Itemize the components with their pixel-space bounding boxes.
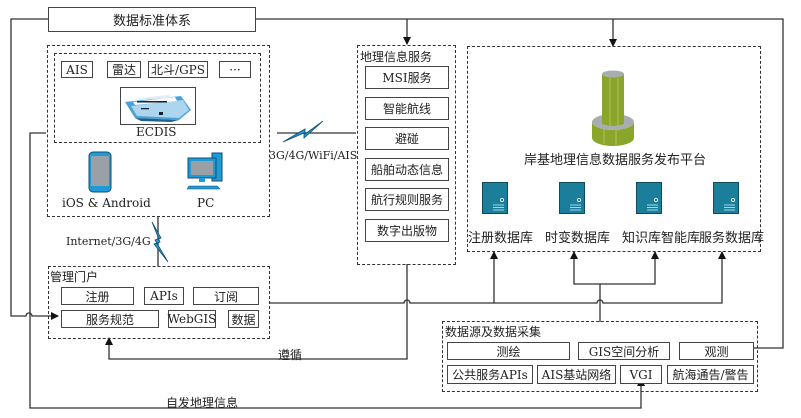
- source-survey: 测绘: [447, 342, 570, 360]
- mobile-label: iOS & Android: [62, 196, 151, 210]
- wireless-link-label: 3G/4G/WiFi/AIS: [269, 149, 358, 162]
- ecdis-label: ECDIS: [136, 125, 177, 139]
- geo-services-group: [357, 45, 456, 265]
- ecdis-group: [54, 53, 261, 143]
- sensor-ais: AIS: [61, 61, 93, 78]
- standards-to-spec-line: [10, 18, 59, 320]
- geo-service-item: 智能航线: [365, 96, 449, 120]
- sensor-beidou-gps: 北斗/GPS: [148, 61, 208, 78]
- vgi-feed-label: 自发地理信息: [166, 396, 239, 410]
- source-gis-analysis: GIS空间分析: [578, 342, 670, 360]
- portal-title: 管理门户: [50, 270, 99, 284]
- source-to-platform-line: [570, 251, 601, 322]
- internet-link-label: Internet/3G/4G: [66, 235, 151, 248]
- pc-label: PC: [197, 196, 215, 210]
- geo-service-item: 航行规则服务: [365, 188, 449, 211]
- portal-spec-button[interactable]: 服务规范: [61, 310, 159, 328]
- platform-tower-icon: [590, 70, 636, 150]
- ecdis-ship-icon: [120, 87, 196, 125]
- geo-services-title: 地理信息服务: [360, 50, 433, 64]
- source-ais-network: AIS基站网络: [537, 365, 616, 384]
- geo-service-item: 船舶动态信息: [365, 157, 449, 181]
- database-server-icon: [713, 182, 739, 218]
- wireless-lightning-icon: [282, 120, 324, 143]
- database-server-icon: [636, 182, 662, 218]
- database-server-icon: [482, 182, 508, 218]
- platform-title: 岸基地理信息数据服务发布平台: [524, 153, 707, 168]
- client-group: [47, 45, 270, 217]
- platform-group: [467, 46, 761, 252]
- follow-label: 遵循: [278, 348, 303, 362]
- data-sources-title: 数据源及数据采集: [445, 325, 542, 339]
- portal-group: [48, 266, 270, 339]
- database-label: 注册数据库: [468, 231, 534, 246]
- portal-register-button[interactable]: 注册: [61, 287, 134, 305]
- follow-line: [105, 264, 408, 360]
- standards-box: 数据标准体系: [48, 7, 256, 32]
- geo-service-item: 避碰: [365, 127, 449, 150]
- portal-subscribe-button[interactable]: 订阅: [193, 287, 259, 305]
- sensor-more: ···: [219, 61, 251, 78]
- source-to-knowledge-line: [600, 251, 659, 285]
- source-observation: 观测: [679, 342, 754, 360]
- vgi-feed-line: [29, 132, 645, 409]
- geo-service-item: 数字出版物: [365, 218, 449, 242]
- portal-webgis-button[interactable]: WebGIS: [167, 310, 217, 328]
- data-sources-group: [442, 321, 758, 392]
- standards-label: 数据标准体系: [112, 14, 191, 29]
- database-label: 知识库智能库: [622, 231, 701, 246]
- source-notices: 航海通告/警告: [667, 365, 754, 384]
- geo-service-item: MSI服务: [365, 66, 449, 89]
- source-vgi: VGI: [620, 365, 662, 384]
- database-label: 时变数据库: [545, 231, 611, 246]
- portal-data-button[interactable]: 数据: [228, 310, 259, 328]
- database-label: 服务数据库: [699, 231, 765, 246]
- pc-icon: [186, 152, 223, 194]
- sensor-radar: 雷达: [107, 61, 141, 78]
- portal-apis-button[interactable]: APIs: [144, 287, 184, 305]
- internet-lightning-icon: [151, 221, 169, 263]
- portal-bus-line: [270, 251, 726, 304]
- database-server-icon: [559, 182, 585, 218]
- mobile-phone-icon: [88, 151, 112, 197]
- source-public-apis: 公共服务APIs: [447, 365, 533, 384]
